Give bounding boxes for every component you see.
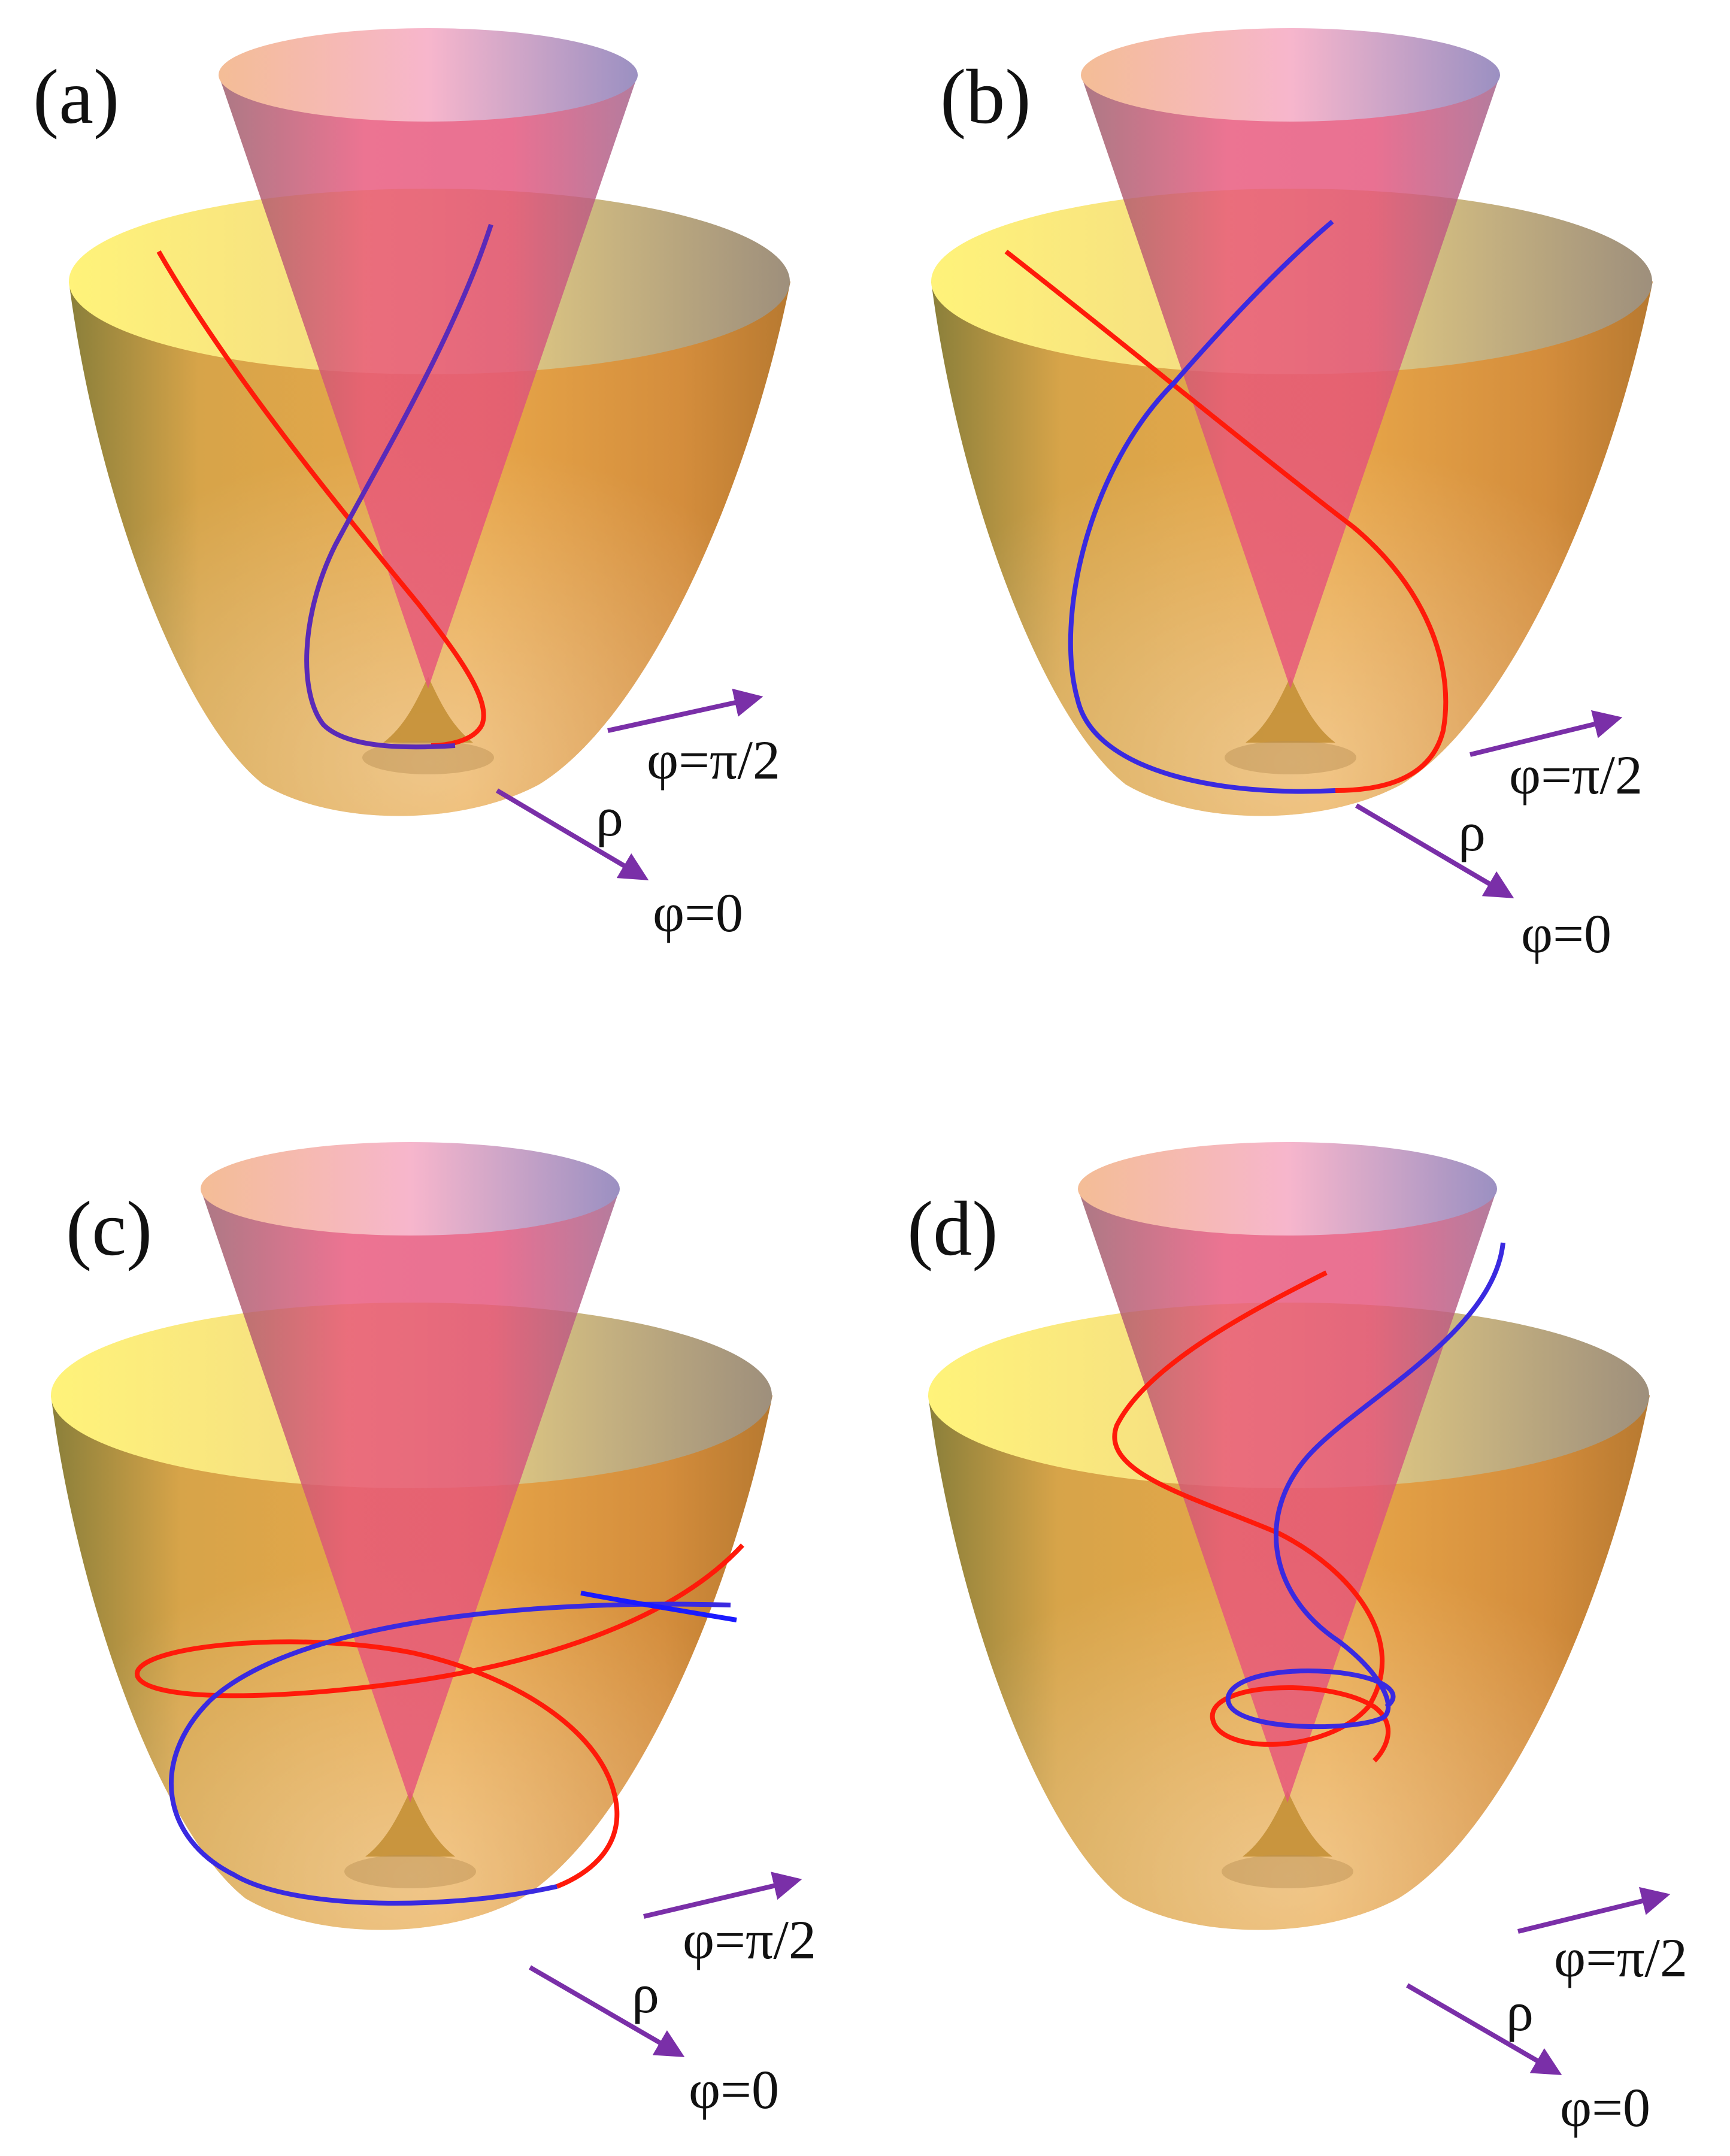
phi-0-arrow-d <box>1405 1983 1562 2075</box>
phi-0-arrow-c <box>528 1965 685 2057</box>
phi-pi2-label-d: φ=π/2 <box>1554 1927 1687 1988</box>
double-cone-surface-b <box>931 28 1653 816</box>
panel-b: (b) φ=π/2 ρ φ=0 <box>931 28 1653 964</box>
blue-trajectory-a <box>304 223 493 750</box>
panel-label-a: (a) <box>33 54 119 140</box>
phi-0-label-d: φ=0 <box>1560 2077 1650 2138</box>
phi-0-label-b: φ=0 <box>1521 903 1611 964</box>
rho-label-c: ρ <box>632 1963 659 2024</box>
red-trajectory-c <box>135 1543 744 1889</box>
red-trajectory-d <box>1112 1270 1391 1763</box>
panel-a: (a) φ=π/2 ρ φ=0 <box>33 28 790 943</box>
panel-label-b: (b) <box>940 54 1031 140</box>
phi-pi2-label-a: φ=π/2 <box>647 729 780 791</box>
red-trajectory-b <box>1004 249 1449 793</box>
rho-label-b: ρ <box>1458 801 1486 862</box>
rho-label-d: ρ <box>1506 1981 1534 2042</box>
phi-0-label-a: φ=0 <box>653 882 743 943</box>
phi-0-arrow-b <box>1355 803 1514 898</box>
phi-pi2-arrow-d <box>1517 1886 1671 1934</box>
blue-trajectory-b <box>1068 219 1336 794</box>
phi-pi2-arrow-c <box>643 1872 802 1919</box>
phi-pi2-arrow-b <box>1470 710 1623 757</box>
panel-c: (c) φ=π/2 ρ φ=0 <box>51 1142 816 2120</box>
panel-label-d: (d) <box>907 1186 998 1272</box>
blue-trajectory-c <box>168 1601 731 1906</box>
phi-0-arrow-a <box>495 788 649 880</box>
phi-pi2-label-c: φ=π/2 <box>683 1909 816 1970</box>
blue-trajectory-d <box>1225 1242 1505 1730</box>
red-trajectory-a <box>156 250 486 748</box>
phi-pi2-arrow-a <box>607 688 763 733</box>
phi-0-label-c: φ=0 <box>689 2059 779 2120</box>
panel-label-c: (c) <box>66 1186 152 1272</box>
blue-segment-upper-c <box>580 1591 737 1622</box>
panel-d: (d) φ=π/2 ρ φ=0 <box>907 1142 1687 2138</box>
double-cone-surface-c <box>51 1142 772 1930</box>
phi-pi2-label-b: φ=π/2 <box>1509 744 1643 806</box>
double-cone-surface-a <box>69 28 790 816</box>
rho-label-a: ρ <box>596 786 623 847</box>
